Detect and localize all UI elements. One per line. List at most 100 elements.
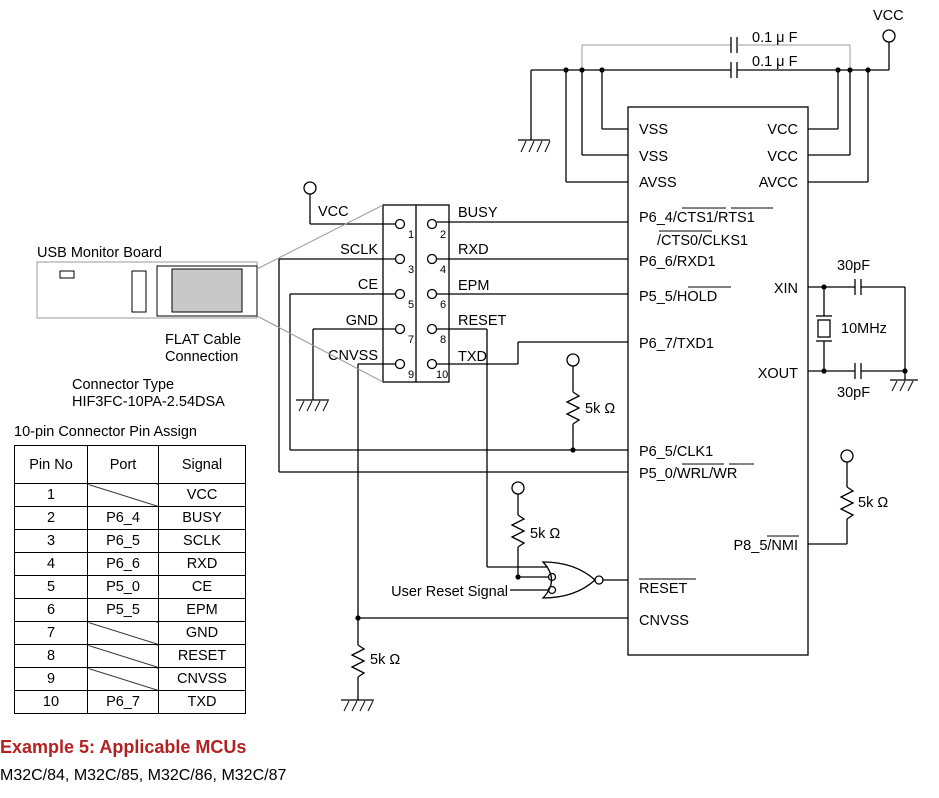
conn-label-reset: RESET	[458, 313, 506, 329]
svg-text:2: 2	[440, 229, 446, 241]
connector-left-wiring: 5k Ω	[278, 181, 628, 712]
table-header-row: Pin No Port Signal	[14, 445, 246, 484]
xtal-cap-label-2: 30pF	[837, 385, 870, 401]
res-label-cnvss: 5k Ω	[370, 652, 400, 668]
svg-text:10: 10	[436, 369, 448, 381]
cell-port	[87, 667, 159, 691]
svg-text:5: 5	[408, 299, 414, 311]
cell-port: P5_0	[87, 575, 159, 599]
conn-label-cnvss: CNVSS	[328, 348, 378, 364]
cell-signal: CNVSS	[158, 667, 246, 691]
conn-label-epm: EPM	[458, 278, 489, 294]
mcu-pin-cts0: /CTS0/CLKS1	[657, 233, 748, 249]
res-label-nmi: 5k Ω	[858, 495, 888, 511]
svg-text:4: 4	[440, 264, 446, 276]
mcu-body	[627, 106, 809, 656]
svg-text:3: 3	[408, 264, 414, 276]
nor-gate	[541, 561, 628, 599]
cell-pin: 1	[14, 483, 88, 507]
mcu-pin-xin: XIN	[774, 281, 798, 297]
cell-signal: EPM	[158, 598, 246, 622]
cell-pin: 7	[14, 621, 88, 645]
cell-pin: 3	[14, 529, 88, 553]
vcc-top-terminal	[882, 29, 896, 43]
res-label-clk: 5k Ω	[585, 401, 615, 417]
flat-cable-label-2: Connection	[165, 349, 238, 365]
cell-pin: 10	[14, 690, 88, 714]
mcu-pin-p6-4: P6_4/CTS1/RTS1	[639, 210, 755, 226]
svg-text:8: 8	[440, 334, 446, 346]
svg-text:6: 6	[440, 299, 446, 311]
connector-right-wiring: 5k Ω 5k Ω User Reset Signal	[391, 221, 628, 600]
mcu-pin-vcc-2: VCC	[767, 149, 798, 165]
mcu-pin-p5-5: P5_5/HOLD	[639, 289, 717, 305]
crystal-oscillator-circuit: 30pF 30pF 10MHz	[808, 258, 918, 401]
conn-label-sclk: SCLK	[340, 242, 378, 258]
cell-signal: RESET	[158, 644, 246, 668]
cell-pin: 8	[14, 644, 88, 668]
flat-cable-connector	[171, 268, 243, 313]
cell-signal: TXD	[158, 690, 246, 714]
xtal-cap-label-1: 30pF	[837, 258, 870, 274]
cell-signal: GND	[158, 621, 246, 645]
user-reset-label: User Reset Signal	[391, 584, 508, 600]
caption-mcu-list: M32C/84, M32C/85, M32C/86, M32C/87	[0, 767, 287, 784]
cell-signal: BUSY	[158, 506, 246, 530]
table-row: 1 VCC	[14, 483, 246, 507]
mcu-pin-avss: AVSS	[639, 175, 677, 191]
nmi-pullup: 5k Ω	[808, 449, 888, 545]
conn-label-txd: TXD	[458, 349, 487, 365]
svg-text:7: 7	[408, 334, 414, 346]
mcu-pin-p6-6: P6_6/RXD1	[639, 254, 716, 270]
mcu-pin-cnvss: CNVSS	[639, 613, 689, 629]
conn-label-rxd: RXD	[458, 242, 489, 258]
mcu-pin-vss-2: VSS	[639, 149, 668, 165]
svg-text:9: 9	[408, 369, 414, 381]
flat-cable-label-1: FLAT Cable	[165, 332, 241, 348]
header-signal: Signal	[158, 445, 246, 484]
cell-port: P6_4	[87, 506, 159, 530]
connector-type-label: Connector Type	[72, 377, 174, 393]
connector-part-number: HIF3FC-10PA-2.54DSA	[72, 394, 225, 410]
table-row: 9 CNVSS	[14, 667, 246, 691]
mcu-pin-p6-5: P6_5/CLK1	[639, 444, 713, 460]
res-label-reset: 5k Ω	[530, 526, 560, 542]
mcu-pin-p8-5: P8_5/NMI	[734, 538, 798, 554]
table-row: 7 GND	[14, 621, 246, 645]
cap-label-1: 0.1 μ F	[752, 30, 798, 46]
crystal-label: 10MHz	[841, 321, 887, 337]
cell-pin: 5	[14, 575, 88, 599]
caption-title: Example 5: Applicable MCUs	[0, 737, 247, 757]
cell-pin: 2	[14, 506, 88, 530]
cell-pin: 9	[14, 667, 88, 691]
mcu-pin-vss-1: VSS	[639, 122, 668, 138]
mcu-pin-reset: RESET	[639, 581, 687, 597]
cell-port	[87, 644, 159, 668]
usb-monitor-board: USB Monitor Board FLAT Cable Connection …	[36, 204, 384, 410]
conn-label-busy: BUSY	[458, 205, 498, 221]
pin-table-title: 10-pin Connector Pin Assign	[14, 424, 197, 440]
conn-label-vcc: VCC	[318, 204, 349, 220]
power-decoupling-network: 0.1 μ F 0.1 μ F VCC	[518, 8, 904, 183]
cell-port: P6_5	[87, 529, 159, 553]
mcu-pin-vcc-1: VCC	[767, 122, 798, 138]
cell-port: P5_5	[87, 598, 159, 622]
cell-signal: VCC	[158, 483, 246, 507]
header-pin-no: Pin No	[14, 445, 88, 484]
svg-text:1: 1	[408, 229, 414, 241]
mcu-pin-p5-0: P5_0/WRL/WR	[639, 466, 737, 482]
cell-port	[87, 621, 159, 645]
cell-signal: SCLK	[158, 529, 246, 553]
cell-signal: CE	[158, 575, 246, 599]
mcu-pin-avcc: AVCC	[759, 175, 798, 191]
usb-board-label: USB Monitor Board	[37, 245, 162, 261]
cell-port: P6_6	[87, 552, 159, 576]
cell-pin: 4	[14, 552, 88, 576]
table-row: 8 RESET	[14, 644, 246, 668]
cell-pin: 6	[14, 598, 88, 622]
